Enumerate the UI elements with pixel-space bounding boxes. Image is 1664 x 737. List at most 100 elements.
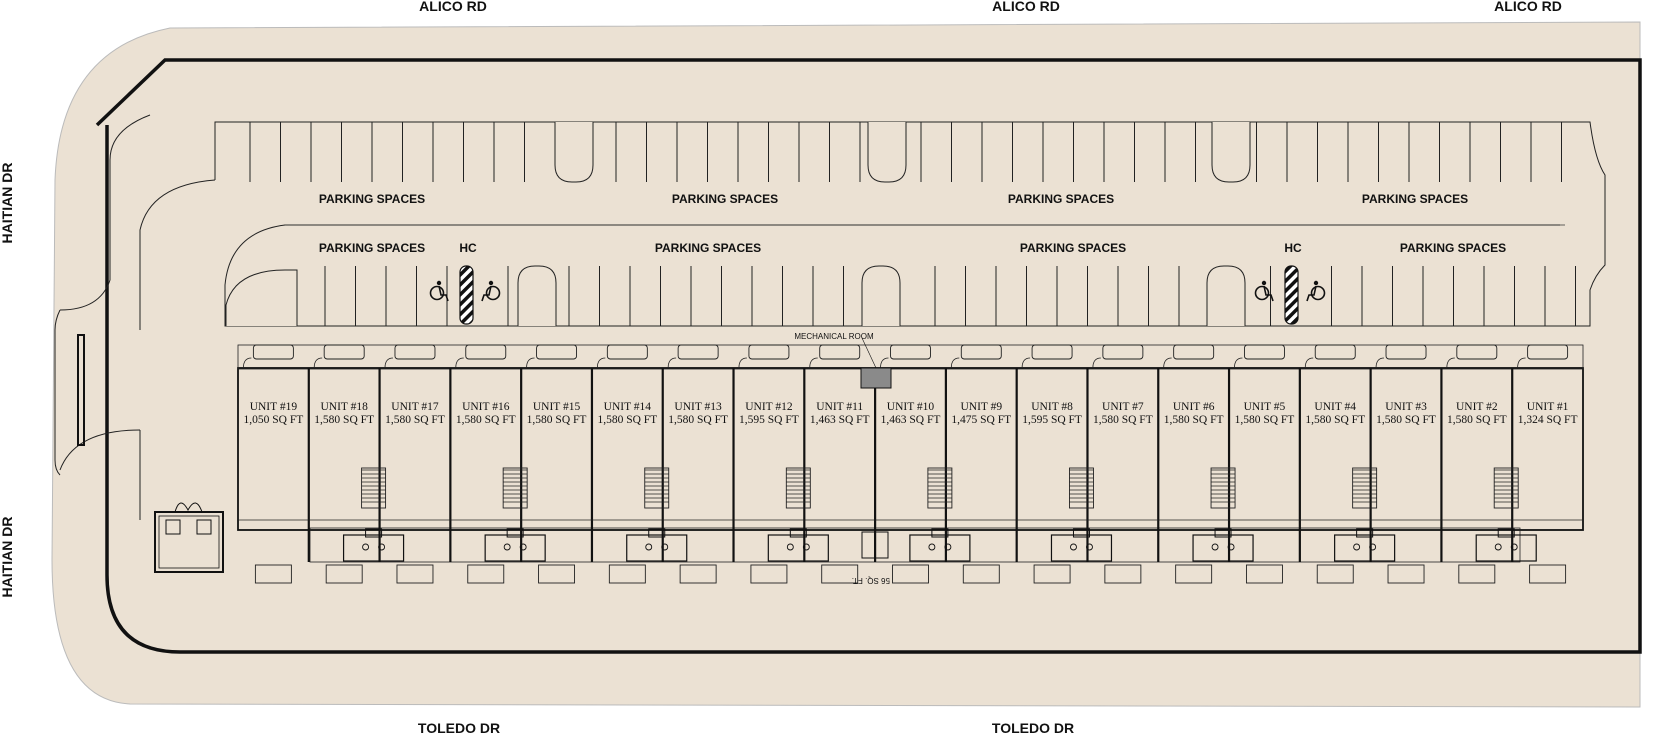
west-curb-edge [54,309,61,476]
rear-door-bay [1458,564,1496,584]
toilet-fixture [1211,543,1219,551]
unit-area: 1,324 SQ FT [1518,414,1578,426]
rear-door-bay [750,564,788,584]
tree-island-bottom-1 [517,265,557,326]
lot-area [51,21,1641,708]
wheelchair-icon [1254,280,1274,302]
stair-well [927,467,953,509]
stair-well [1352,467,1378,509]
wheelchair-icon [1306,280,1326,302]
west-curb-island [77,334,85,446]
unit-name: UNIT #10 [887,401,935,413]
rear-door-bay [608,564,646,584]
restroom-block [626,534,688,562]
hc-aisle-2 [1284,265,1299,325]
storefront-bay [1527,344,1569,360]
dumpster-enclosure [154,511,224,573]
rear-door-bay [396,564,434,584]
stair-well [361,467,387,509]
unit-area: 1,463 SQ FT [881,414,941,426]
storefront-bay [252,344,294,360]
unit-area: 1,580 SQ FT [668,414,728,426]
door-swing [667,357,677,369]
parking-label: PARKING SPACES [1400,241,1506,255]
rear-door-bay [1175,564,1213,584]
rear-door-bay [1104,564,1142,584]
storage-area-label: 56 SQ. FT. [852,576,890,585]
building-facade-bays [242,344,1569,369]
tree-island-top-3 [1211,122,1251,183]
unit-area: 1,580 SQ FT [456,414,516,426]
unit-name: UNIT #13 [674,401,722,413]
toilet-fixture [1086,543,1093,551]
tree-island-top-2 [867,122,907,183]
unit-name: UNIT #18 [320,401,368,413]
hc-aisle-1 [459,265,474,325]
door-swing [809,357,818,369]
unit-name: UNIT #4 [1314,401,1356,413]
dumpster-enclosure-inner [158,515,220,569]
storefront-bay [394,344,436,360]
toilet-fixture [1227,543,1235,551]
restroom-block [1475,534,1537,562]
toilet-fixture [362,543,370,551]
rear-door-bay [325,564,363,584]
toilet-fixture [503,543,511,551]
west-drive-curve-bottom [59,429,141,471]
dumpster-gate [174,502,203,513]
toilet-fixture [786,543,794,551]
unit-area: 1,595 SQ FT [1022,414,1082,426]
door-swing [384,357,393,369]
storefront-bay [1385,344,1427,360]
restroom-fixture [789,528,807,538]
unit-area: 1,580 SQ FT [385,414,445,426]
unit-name: UNIT #12 [745,401,793,413]
door-swing [526,357,535,369]
storefront-bay [748,344,790,360]
restroom-block [1334,534,1396,562]
mechanical-room-label: MECHANICAL ROOM [794,332,874,341]
rear-door-bay [1387,564,1425,584]
unit-name: UNIT #6 [1173,401,1215,413]
rear-door-bay [1033,564,1071,584]
unit-area: 1,580 SQ FT [1235,414,1295,426]
unit-name: UNIT #7 [1102,401,1144,413]
unit-name: UNIT #14 [604,401,652,413]
hc-label: HC [459,241,477,255]
rear-door-bay [962,564,1000,584]
door-swing [1375,357,1385,369]
unit-stairs [361,467,1519,509]
rear-door-bay [1245,564,1283,584]
unit-area: 1,595 SQ FT [739,414,799,426]
restroom-block [1050,534,1113,562]
storefront-bay [323,344,365,360]
mechanical-room [860,367,892,389]
door-swing [242,357,252,369]
restroom-fixture [931,528,949,538]
unit-name: UNIT #15 [533,401,581,413]
toilet-fixture [1070,543,1077,551]
road-label-north: ALICO RD [992,0,1060,14]
door-swing [950,357,960,369]
south-parking-curve [224,224,1560,286]
storefront-bay [606,344,648,360]
rear-door-bay [1316,564,1354,584]
restroom-fixture [1072,528,1090,538]
door-swing [455,357,464,369]
storefront-bay [1243,344,1285,360]
restroom-block [1192,534,1254,562]
wheelchair-icon [481,280,501,302]
storefront-bay [1456,344,1498,360]
building-footprint [237,367,1584,531]
unit-area: 1,475 SQ FT [951,414,1011,426]
tree-island-bottom-3 [1206,265,1246,326]
tree-island-bottom-2 [861,265,901,326]
stair-well [1069,467,1094,509]
rear-door-bays [254,564,1567,584]
parking-label: PARKING SPACES [655,241,761,255]
dumpster-bin-2 [196,519,212,535]
unit-area: 1,580 SQ FT [1164,414,1224,426]
toilet-fixture [1353,543,1361,551]
